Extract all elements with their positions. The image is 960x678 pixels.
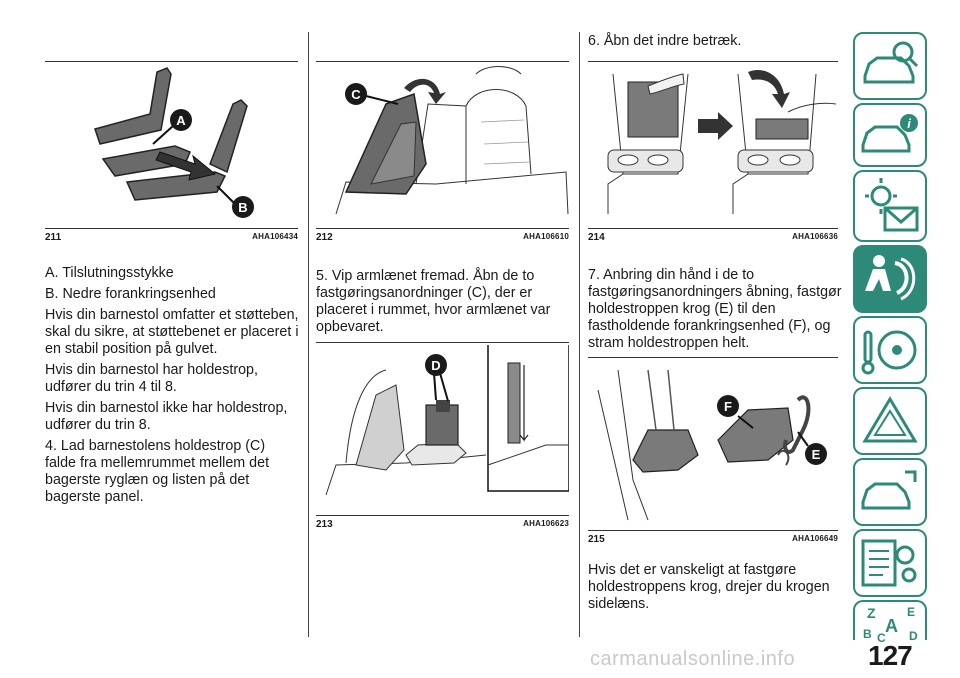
figure-number: 211 — [45, 232, 62, 243]
column-divider — [579, 32, 580, 637]
figure-top-rule — [45, 61, 298, 62]
step-7: 7. Anbring din hånd i de to fastgøringsa… — [588, 267, 842, 351]
figure-caption-rule — [316, 515, 569, 516]
figure-top-rule — [588, 61, 838, 62]
legend-a: A. Tilslutningsstykke — [45, 265, 174, 281]
step-4: 4. Lad barnestolens holdestrop (C) falde… — [45, 438, 270, 505]
figure-top-rule — [316, 342, 569, 343]
warning-light-message-icon — [865, 178, 919, 232]
figure-caption-rule — [45, 228, 298, 229]
tab-technical-data[interactable] — [853, 529, 927, 597]
column-2-text: 5. Vip armlænet fremad. Åbn de to fastgø… — [316, 268, 571, 340]
tab-car-search[interactable] — [853, 32, 927, 100]
tab-index[interactable]: Z E A B C D — [853, 600, 927, 645]
figure-code: AHA106610 — [523, 232, 569, 241]
figure-code: AHA106636 — [792, 232, 838, 241]
warning-triangle-icon — [862, 396, 918, 443]
figure-code: AHA106434 — [252, 232, 298, 241]
tab-car-info[interactable]: i — [853, 103, 927, 167]
figure-caption-rule — [588, 228, 838, 229]
figure-212-caption: 212 AHA106610 — [316, 232, 569, 243]
alphabetical-index-icon: Z E A B C D — [863, 605, 918, 645]
tab-warning-lights[interactable] — [853, 170, 927, 242]
figure-caption-rule — [588, 530, 838, 531]
figure-top-rule — [588, 357, 838, 358]
paragraph-support-leg: Hvis din barnestol omfatter et støtteben… — [45, 307, 299, 357]
figure-number: 213 — [316, 519, 333, 530]
label-e: E — [812, 447, 821, 462]
paragraph-with-strap: Hvis din barnestol har holdestrop, udfør… — [45, 362, 258, 395]
airbag-seat-icon — [865, 255, 916, 301]
step-5: 5. Vip armlænet fremad. Åbn de to fastgø… — [316, 268, 551, 335]
figure-215-hook-anchor: F E — [588, 360, 838, 525]
figure-code: AHA106649 — [792, 534, 838, 543]
index-letter: E — [907, 605, 915, 619]
figure-number: 214 — [588, 232, 605, 243]
column-1-text: A. Tilslutningsstykke B. Nedre forankrin… — [45, 265, 300, 510]
legend-b: B. Nedre forankringsenhed — [45, 286, 216, 302]
paragraph-without-strap: Hvis din barnestol ikke har holdestrop, … — [45, 400, 288, 433]
car-search-icon — [863, 41, 919, 84]
index-letter: A — [885, 616, 898, 636]
tab-safety[interactable] — [853, 245, 927, 313]
steering-wheel-key-icon — [861, 330, 917, 375]
figure-213-caption: 213 AHA106623 — [316, 519, 569, 530]
svg-text:i: i — [907, 116, 911, 131]
figure-212-child-seat-rear: C — [316, 64, 569, 224]
car-info-icon: i — [861, 114, 918, 153]
figure-215-caption: 215 AHA106649 — [588, 534, 838, 545]
closing-paragraph: Hvis det er vanskeligt at fastgøre holde… — [588, 562, 830, 612]
index-letter: Z — [867, 605, 876, 621]
label-f: F — [724, 399, 732, 414]
figure-214-caption: 214 AHA106636 — [588, 232, 838, 243]
figure-211-seat-anchor: A B — [45, 64, 298, 224]
figure-211-caption: 211 AHA106434 — [45, 232, 298, 243]
figure-top-rule — [316, 61, 569, 62]
figure-214-inner-cover — [588, 64, 838, 224]
figure-number: 212 — [316, 232, 333, 243]
index-letter: D — [909, 629, 918, 642]
tab-maintenance[interactable] — [853, 458, 927, 526]
figure-code: AHA106623 — [523, 519, 569, 528]
technical-data-icon — [861, 539, 917, 587]
label-d: D — [431, 358, 440, 373]
figure-number: 215 — [588, 534, 605, 545]
label-a: A — [176, 113, 186, 128]
step-6-heading: 6. Åbn det indre betræk. — [588, 33, 742, 49]
label-c: C — [351, 87, 361, 102]
page-number: 127 — [868, 640, 913, 671]
column-divider — [308, 32, 309, 637]
figure-213-armrest-anchor: D — [316, 342, 570, 510]
car-service-icon — [861, 470, 917, 510]
index-letter: C — [877, 631, 886, 642]
tab-starting-driving[interactable] — [853, 316, 927, 384]
tab-emergency[interactable] — [853, 387, 927, 455]
figure-caption-rule — [316, 228, 569, 229]
watermark: carmanualsonline.info — [590, 648, 796, 670]
label-b: B — [238, 200, 247, 215]
index-letter: B — [863, 627, 872, 641]
